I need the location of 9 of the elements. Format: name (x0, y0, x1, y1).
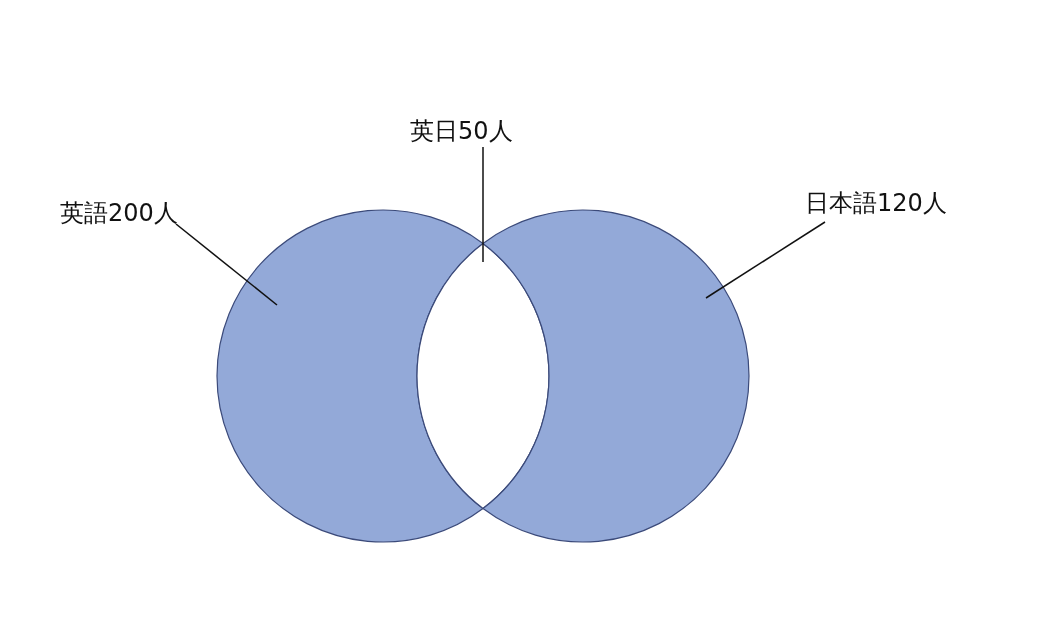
venn-region (216, 209, 484, 543)
region-label: 英日50人 (410, 116, 513, 146)
venn-region (482, 209, 750, 543)
leader-line (175, 223, 278, 306)
region-label: 日本語120人 (805, 188, 947, 218)
region-label: 英語200人 (60, 198, 178, 228)
leader-line (705, 221, 826, 299)
overlap-region (416, 242, 550, 510)
leader-line (482, 146, 484, 263)
